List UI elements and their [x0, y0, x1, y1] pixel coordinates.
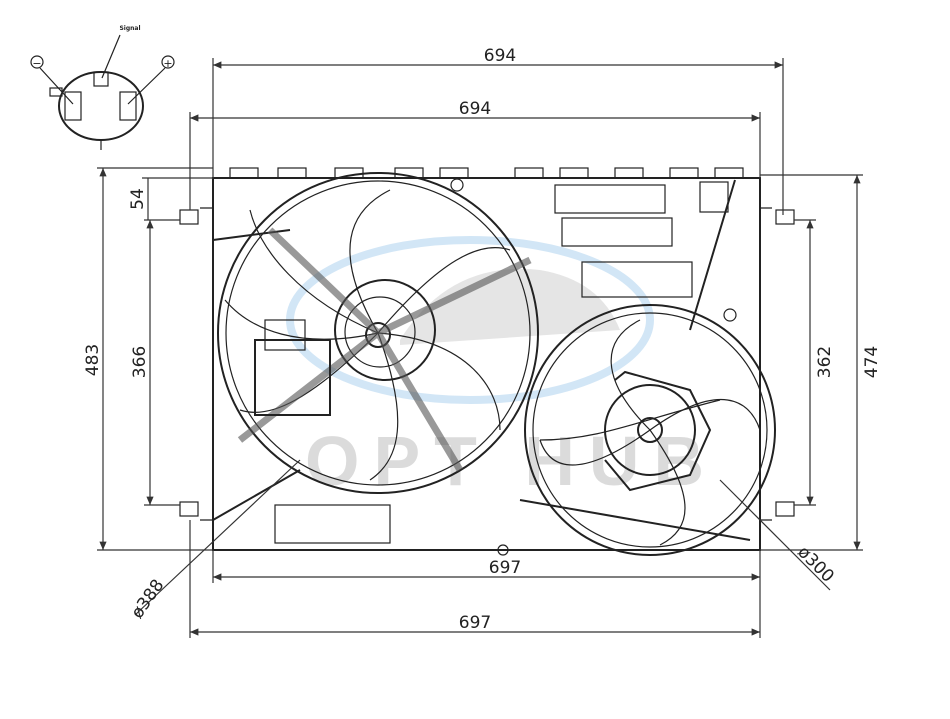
dim-top-width-outer: 694 — [484, 46, 516, 66]
dim-height-left-inner: 366 — [130, 346, 150, 378]
dim-height-right-inner: 362 — [815, 346, 835, 378]
plus-label: + — [163, 57, 172, 70]
svg-text:OPT HUB: OPT HUB — [305, 422, 718, 500]
minus-label: − — [32, 57, 41, 70]
dim-bottom-width-outer: 697 — [459, 613, 491, 633]
large-fan — [217, 172, 539, 494]
dim-small-fan-diameter: ø300 — [793, 542, 837, 586]
connector-pinout: − + Signal — [30, 25, 175, 150]
dim-height-left-outer: 483 — [83, 344, 103, 376]
watermark: OPT HUB — [286, 236, 718, 500]
dim-height-right-outer: 474 — [862, 346, 882, 378]
dim-bottom-width-inner: 697 — [489, 558, 521, 578]
dim-large-fan-diameter: ø388 — [127, 576, 168, 623]
small-fan — [524, 304, 776, 556]
dim-top-width-inner: 694 — [459, 99, 491, 119]
dim-offset-top: 54 — [128, 188, 148, 210]
signal-label: Signal — [119, 25, 140, 32]
